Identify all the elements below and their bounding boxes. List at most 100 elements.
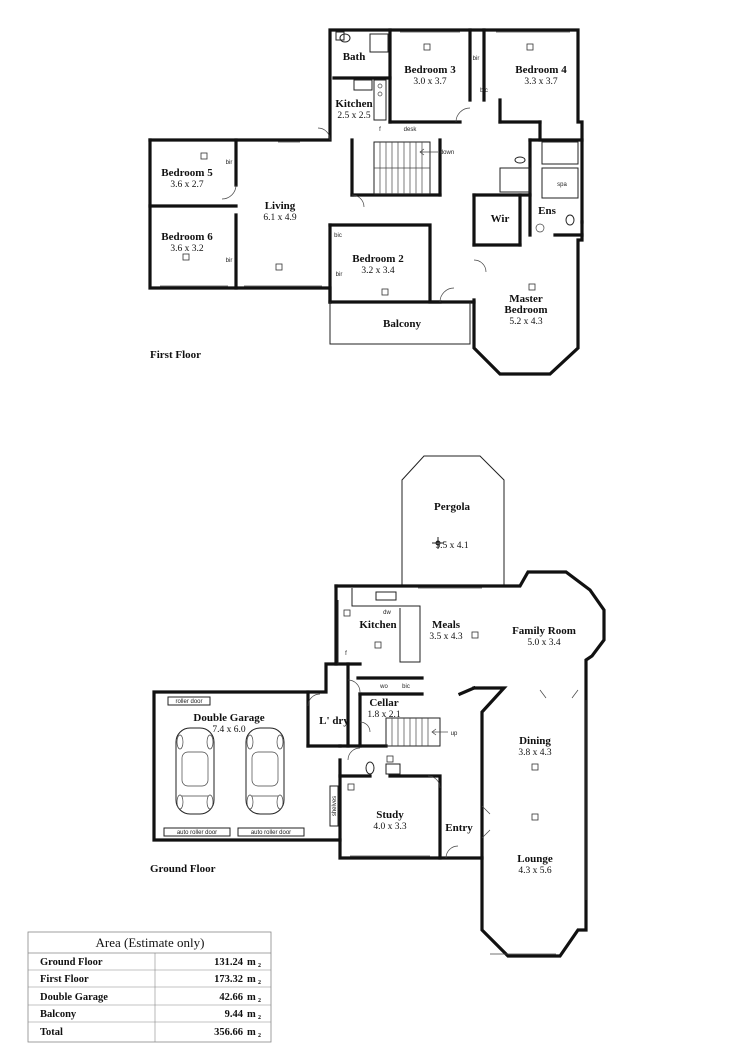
note-bic: bic (334, 233, 342, 239)
room-study-label: Study (376, 809, 404, 821)
note-bir: bir (473, 56, 480, 62)
room-bedroom6-dim: 3.6 x 3.2 (170, 244, 204, 254)
note-bir: bir (226, 258, 233, 264)
ground-floor-walls (152, 570, 606, 958)
area-row-value: 131.24 (214, 957, 244, 968)
ground-floor-fixtures (329, 537, 444, 827)
note-auto-roller-door: auto roller door (177, 830, 217, 836)
area-row-value: 9.44 (225, 1009, 244, 1020)
room-bedroom4-dim: 3.3 x 3.7 (524, 77, 558, 87)
note-fridge: f (345, 651, 347, 657)
room-bedroom2-dim: 3.2 x 3.4 (361, 266, 395, 276)
car-icon (175, 727, 215, 815)
note-wall-oven: wo (379, 684, 388, 690)
ground-floor-label: Ground Floor (150, 863, 216, 875)
note-bir: bir (336, 272, 343, 278)
area-row-value: 356.66 (214, 1027, 243, 1038)
area-units: m 2 m 2 m 2 m 2 m 2 (247, 957, 261, 1039)
note-spa: spa (557, 182, 567, 188)
room-pergola-dim: 5.5 x 4.1 (435, 541, 469, 551)
room-living-label: Living (265, 200, 296, 212)
area-unit-sup: 2 (258, 1033, 261, 1039)
area-unit: m (247, 974, 256, 985)
area-unit-sup: 2 (258, 963, 261, 969)
first-floor-stairs (373, 141, 438, 195)
note-dishwasher: dw (383, 610, 391, 616)
room-meals-dim: 3.5 x 4.3 (429, 632, 463, 642)
first-floor-label: First Floor (150, 349, 201, 361)
room-study-dim: 4.0 x 3.3 (373, 822, 407, 832)
room-kitchen-gf-label: Kitchen (359, 619, 396, 631)
area-row-label: Balcony (40, 1009, 77, 1020)
room-bedroom5-label: Bedroom 5 (161, 167, 213, 179)
note-down: down (440, 150, 454, 156)
room-cellar-dim: 1.8 x 2.1 (367, 710, 401, 720)
room-master-label-1: Master (509, 293, 543, 305)
room-master-label-2: Bedroom (504, 304, 547, 316)
room-kitchen-ff-label: Kitchen (335, 98, 372, 110)
area-unit: m (247, 992, 256, 1003)
area-row-value: 173.32 (214, 974, 243, 985)
note-auto-roller-door: auto roller door (251, 830, 291, 836)
room-bedroom6-label: Bedroom 6 (161, 231, 213, 243)
note-bir: bir (226, 160, 233, 166)
ground-floor-stairs (385, 717, 448, 747)
room-wir-label: Wir (491, 213, 510, 225)
room-bedroom5-dim: 3.6 x 2.7 (170, 180, 204, 190)
note-up: up (451, 731, 458, 737)
first-floor-doors (221, 107, 487, 303)
garage-doors (163, 696, 305, 837)
note-bic: bic (480, 88, 488, 94)
room-garage-label: Double Garage (193, 712, 264, 724)
area-unit-sup: 2 (258, 1015, 261, 1021)
note-fridge: f (379, 127, 381, 133)
area-row-label: Total (40, 1027, 63, 1038)
car-icon (245, 727, 285, 815)
room-family-dim: 5.0 x 3.4 (527, 638, 561, 648)
area-row-label: First Floor (40, 974, 89, 985)
room-ldry-label: L' dry (319, 715, 349, 727)
area-unit: m (247, 1009, 256, 1020)
area-row-label: Double Garage (40, 992, 108, 1003)
room-living-dim: 6.1 x 4.9 (263, 213, 297, 223)
ground-floor-windows (350, 587, 587, 955)
ground-floor-plan: Pergola 5.5 x 4.1 Kitchen Meals 3.5 x 4.… (150, 455, 606, 958)
room-bedroom3-label: Bedroom 3 (404, 64, 456, 76)
room-pergola-label: Pergola (434, 501, 471, 513)
note-shelves: shelves (332, 796, 338, 816)
note-desk: desk (404, 127, 418, 133)
room-bath-label: Bath (343, 51, 366, 63)
room-bedroom3-dim: 3.0 x 3.7 (413, 77, 447, 87)
room-kitchen-ff-dim: 2.5 x 2.5 (337, 111, 371, 121)
first-floor-windows (160, 31, 570, 287)
ac-vent-icons (343, 609, 539, 821)
room-balcony-label: Balcony (383, 318, 421, 330)
first-floor-plan: Bath Bedroom 3 3.0 x 3.7 Bedroom 4 3.3 x… (148, 28, 584, 376)
room-meals-label: Meals (432, 619, 461, 631)
room-bedroom2-label: Bedroom 2 (352, 253, 404, 265)
area-unit: m (247, 1027, 256, 1038)
area-unit-sup: 2 (258, 998, 261, 1004)
pergola-outline (401, 455, 505, 587)
area-row-label: Ground Floor (40, 957, 103, 968)
note-bic: bic (402, 684, 410, 690)
area-unit-sup: 2 (258, 980, 261, 986)
room-lounge-dim: 4.3 x 5.6 (518, 866, 552, 876)
ground-floor-doors (307, 679, 579, 859)
room-dining-label: Dining (519, 735, 551, 747)
ac-vent-icons (182, 43, 536, 296)
area-table: Area (Estimate only) Ground Floor 131.24… (27, 931, 272, 1043)
room-bedroom4-label: Bedroom 4 (515, 64, 567, 76)
ground-kitchen-bench (337, 588, 421, 664)
area-row-value: 42.66 (219, 992, 243, 1003)
room-garage-dim: 7.4 x 6.0 (212, 725, 246, 735)
room-entry-label: Entry (445, 822, 473, 834)
room-family-label: Family Room (512, 625, 576, 637)
room-ens-label: Ens (538, 205, 556, 217)
room-dining-dim: 3.8 x 4.3 (518, 748, 552, 758)
area-unit: m (247, 957, 256, 968)
room-master-dim: 5.2 x 4.3 (509, 317, 543, 327)
note-roller-door: roller door (175, 699, 202, 705)
room-cellar-label: Cellar (369, 697, 398, 709)
